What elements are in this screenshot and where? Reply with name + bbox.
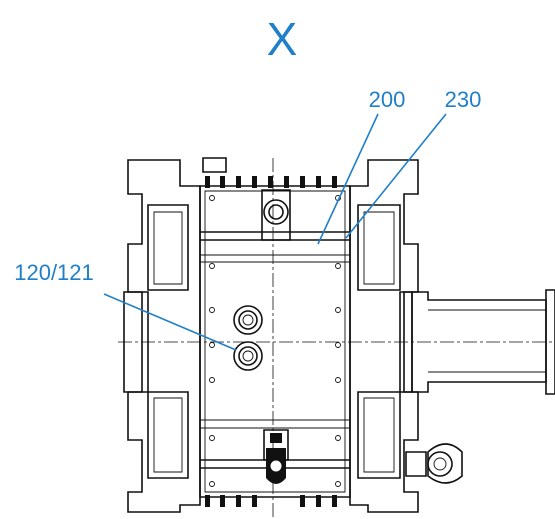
leader-230 — [345, 113, 447, 239]
plug-120-121 — [233, 305, 263, 371]
bottom-fins — [205, 495, 337, 507]
housing-outline — [123, 157, 419, 513]
top-fins — [205, 176, 337, 188]
view-label: X — [267, 13, 298, 65]
callout-200: 200 — [369, 87, 406, 112]
leader-200 — [317, 113, 379, 245]
callout-120-121: 120/121 — [14, 260, 94, 285]
callout-230: 230 — [445, 87, 482, 112]
top-port — [261, 189, 291, 241]
bottom-drain — [263, 429, 289, 484]
leader-lines — [103, 113, 447, 351]
leader-120-121 — [103, 293, 237, 351]
breather-fitting — [405, 443, 463, 484]
shaft-extension — [411, 289, 555, 395]
bolt-holes — [209, 195, 341, 487]
